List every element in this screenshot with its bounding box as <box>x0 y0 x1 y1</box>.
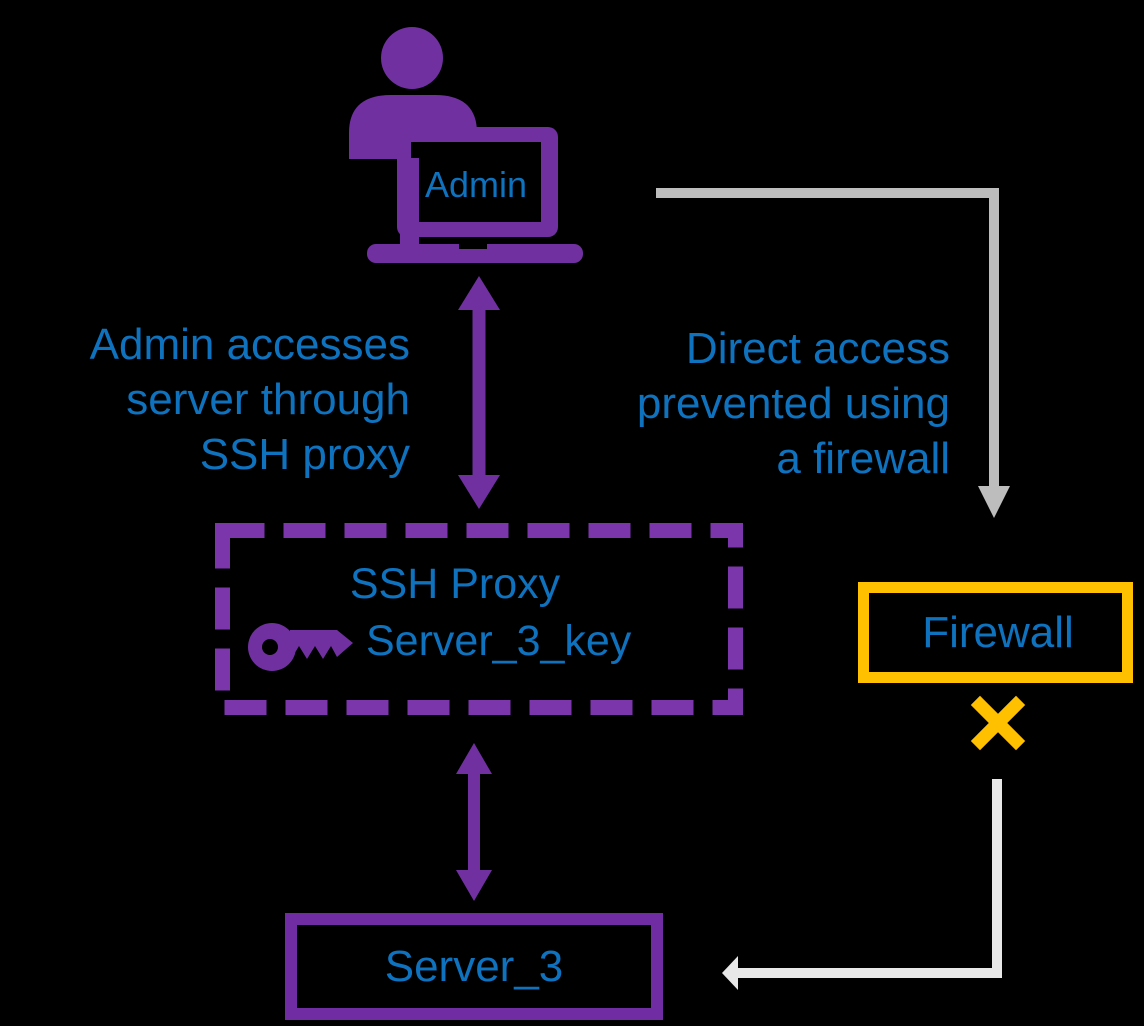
person-head <box>381 27 443 89</box>
firewall-label: Firewall <box>922 607 1074 657</box>
server-box <box>285 913 663 1020</box>
admin-label: Admin <box>424 164 528 205</box>
server-key-label: Server_3_key <box>366 617 632 665</box>
proxy-server-arrow <box>456 743 492 901</box>
annotation-line: SSH proxy <box>199 430 410 479</box>
annotation-line: server through <box>126 375 410 424</box>
admin-proxy-arrow <box>458 276 500 509</box>
annotation-line: Admin accesses <box>89 320 410 369</box>
blocked-x-icon <box>970 695 1026 751</box>
server-label: Server_3 <box>384 941 564 991</box>
firewall-route-arrow <box>656 188 1010 518</box>
key-icon <box>248 623 353 671</box>
annotation-line: a firewall <box>776 434 950 483</box>
laptop-screen <box>411 142 541 222</box>
ssh-proxy-title: SSH Proxy <box>349 560 561 608</box>
person-arm <box>400 158 419 245</box>
annotation-line: Direct access <box>685 324 950 373</box>
server-route-arrow <box>722 779 1002 990</box>
annotation-direct-access-prevented: Direct access prevented using a firewall <box>580 321 950 486</box>
firewall-box <box>858 582 1133 683</box>
laptop-base <box>367 244 583 263</box>
annotation-line: prevented using <box>636 379 950 428</box>
annotation-ssh-proxy-access: Admin accesses server through SSH proxy <box>40 317 410 482</box>
ssh-proxy-box <box>215 523 743 715</box>
laptop-icon <box>367 127 583 263</box>
